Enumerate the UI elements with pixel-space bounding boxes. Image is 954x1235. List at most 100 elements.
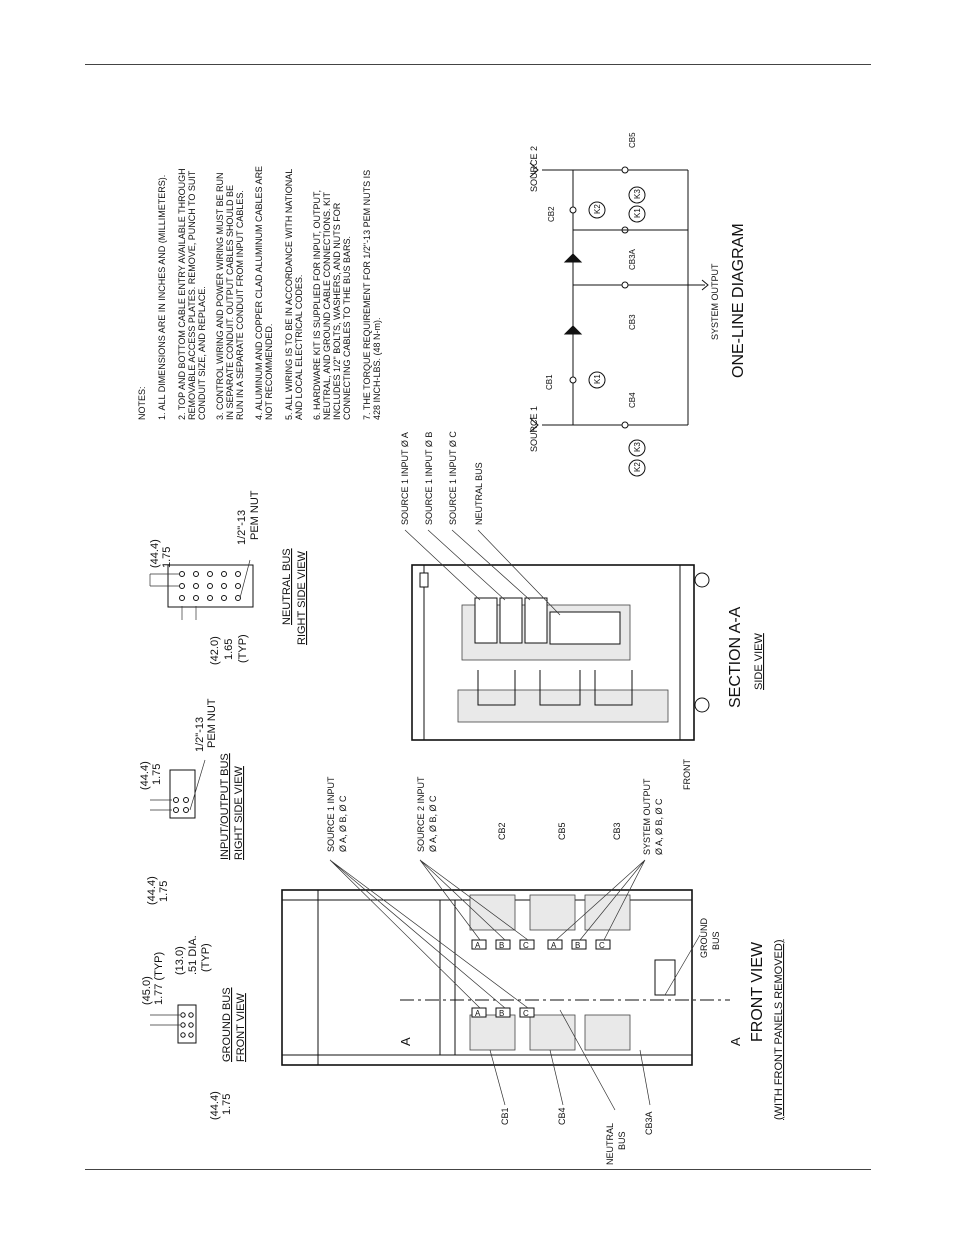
k2-label: K2 [633, 462, 642, 472]
src2-leaders [419, 859, 529, 941]
section-label: SOURCE 1 INPUT Ø A [400, 432, 410, 525]
section-label: SOURCE 1 INPUT Ø B [424, 432, 434, 525]
caster [694, 697, 710, 713]
note-line: CONDUIT SIZE, AND REPLACE. [197, 286, 207, 420]
note-line: NEUTRAL, AND GROUND CABLE CONNECTIONS. K… [322, 191, 332, 420]
io-bus-hole [173, 797, 179, 803]
src2-label: SOURCE 2 INPUT [416, 776, 426, 852]
ground-bus-hole [180, 1012, 186, 1018]
neutral-leader [239, 559, 251, 599]
src1-leaders [329, 859, 529, 1009]
k1-relay [628, 205, 646, 223]
cb5-breaker [529, 894, 576, 931]
svg-text:B: B [499, 941, 504, 950]
note-line: CONNECTING CABLES TO THE BUS BARS. [342, 236, 352, 420]
io-dim-top-in: 1.75 [151, 764, 163, 785]
ground-bus-detail: (45.0) 1.77 (TYP) (13.0) .51 DIA. (TYP) … [141, 935, 247, 1120]
section-label: NEUTRAL BUS [474, 462, 484, 525]
cb5-label: CB5 [557, 822, 567, 840]
note-line: REMOVABLE ACCESS PLATES. REMOVE, PUNCH T… [187, 170, 197, 420]
ground-dim-top-in: 1.77 (TYP) [153, 952, 165, 1005]
bottom-rule [85, 1169, 871, 1170]
note-line: 2. TOP AND BOTTOM CABLE ENTRY AVAILABLE … [177, 168, 187, 420]
system-output-label: SYSTEM OUTPUT [710, 263, 720, 340]
neutral-bus-detail: (44.4) 1.75 (42.0) 1.65 (TYP) 1/2"-13 PE… [149, 490, 308, 665]
cb3-breaker [584, 894, 631, 931]
ground-bus-subtitle: FRONT VIEW [235, 993, 247, 1062]
cb2-contact [569, 206, 577, 214]
source1-phase-c-bus [524, 597, 548, 644]
k3-relay [628, 186, 646, 204]
note-line: NOT RECOMMENDED. [264, 324, 274, 420]
io-bus-subtitle: RIGHT SIDE VIEW [233, 765, 245, 860]
io-bus-hole [183, 797, 189, 803]
neutral-dim-side-in: 1.65 [223, 639, 235, 660]
svg-text:B: B [575, 941, 580, 950]
source1-label: SOURCE 1 [529, 406, 539, 452]
note-line: INCLUDES 1/2" BOLTS, WASHERS, AND NUTS F… [332, 202, 342, 420]
note-line: 4. ALUMINUM AND COPPER CLAD ALUMINUM CAB… [254, 166, 264, 420]
io-dim-side-in: 1.75 [158, 881, 170, 902]
ground-bus-hole [188, 1022, 194, 1028]
note-line: 3. CONTROL WIRING AND POWER WIRING MUST … [215, 172, 225, 420]
front-enclosure [281, 889, 693, 1066]
io-leader [189, 759, 206, 811]
io-dim-top-mm: (44.4) [139, 761, 151, 790]
notes-block: NOTES: 1. ALL DIMENSIONS ARE IN INCHES A… [137, 166, 382, 420]
top-rule [85, 64, 871, 65]
section-mark-left: A [398, 1037, 413, 1046]
neutral-label2: BUS [617, 1131, 627, 1150]
src1-label: SOURCE 1 INPUT [326, 776, 336, 852]
io-nut2: PEM NUT [206, 698, 218, 748]
ground-dim-side-mm: (44.4) [209, 1091, 221, 1120]
cb4-contact [621, 421, 629, 429]
ground-label2: BUS [711, 931, 721, 950]
section-breaker-rail [457, 689, 669, 723]
src1-phases: Ø A, Ø B, Ø C [338, 795, 348, 852]
io-bus-detail: (44.4) 1.75 (44.4) 1.75 1/2"-13 PEM NUT … [139, 698, 245, 905]
ground-dim-hole-mm: (13.0) [174, 946, 186, 975]
section-leaders [404, 529, 561, 616]
section-neutral-bus [549, 611, 621, 645]
cb1-label: CB1 [500, 1107, 510, 1125]
output-terminal [701, 279, 709, 291]
neutral-dim-side-typ: (TYP) [237, 634, 249, 663]
note-line: 428 INCH-LBS. (48 N-m). [372, 317, 382, 420]
output-label: SYSTEM OUTPUT [642, 778, 652, 855]
cb3-label: CB3 [628, 314, 637, 330]
ground-dim-side-in: 1.75 [221, 1094, 233, 1115]
neutral-nut2: PEM NUT [249, 490, 261, 540]
svg-text:A: A [475, 941, 481, 950]
src2-phases: Ø A, Ø B, Ø C [428, 795, 438, 852]
cb4-label: CB4 [628, 392, 637, 408]
cb1-breaker [469, 1014, 516, 1051]
source2-terminal [529, 162, 539, 178]
neutral-dim-lines [149, 573, 197, 620]
k1-label: K1 [593, 374, 602, 384]
cb4-label: CB4 [557, 1107, 567, 1125]
ground-bus-title: GROUND BUS [221, 987, 233, 1062]
k2-relay [588, 201, 606, 219]
note-line: 1. ALL DIMENSIONS ARE IN INCHES AND (MIL… [157, 175, 167, 420]
section-a-a: SOURCE 1 INPUT Ø A SOURCE 1 INPUT Ø B SO… [400, 431, 765, 790]
source1-terminal [529, 417, 539, 433]
io-dim-side-mm: (44.4) [146, 876, 158, 905]
cb2-breaker [469, 894, 516, 931]
source1-phase-b-bus [499, 597, 523, 644]
note-line: AND LOCAL ELECTRICAL CODES. [294, 275, 304, 420]
section-enclosure [411, 564, 695, 741]
caster [694, 572, 710, 588]
ground-bus-hole [188, 1012, 194, 1018]
io-dim-lines [150, 799, 172, 811]
ground-dim-lines [150, 1014, 180, 1026]
io-bus-hole [183, 807, 189, 813]
one-line-title: ONE-LINE DIAGRAM [730, 223, 747, 378]
output-leaders [555, 859, 646, 941]
k1-label: K1 [633, 208, 642, 218]
k1-relay [588, 371, 606, 389]
io-bus-title: INPUT/OUTPUT BUS [219, 753, 231, 860]
k3-relay [628, 439, 646, 457]
section-title: SECTION A-A [727, 606, 744, 708]
